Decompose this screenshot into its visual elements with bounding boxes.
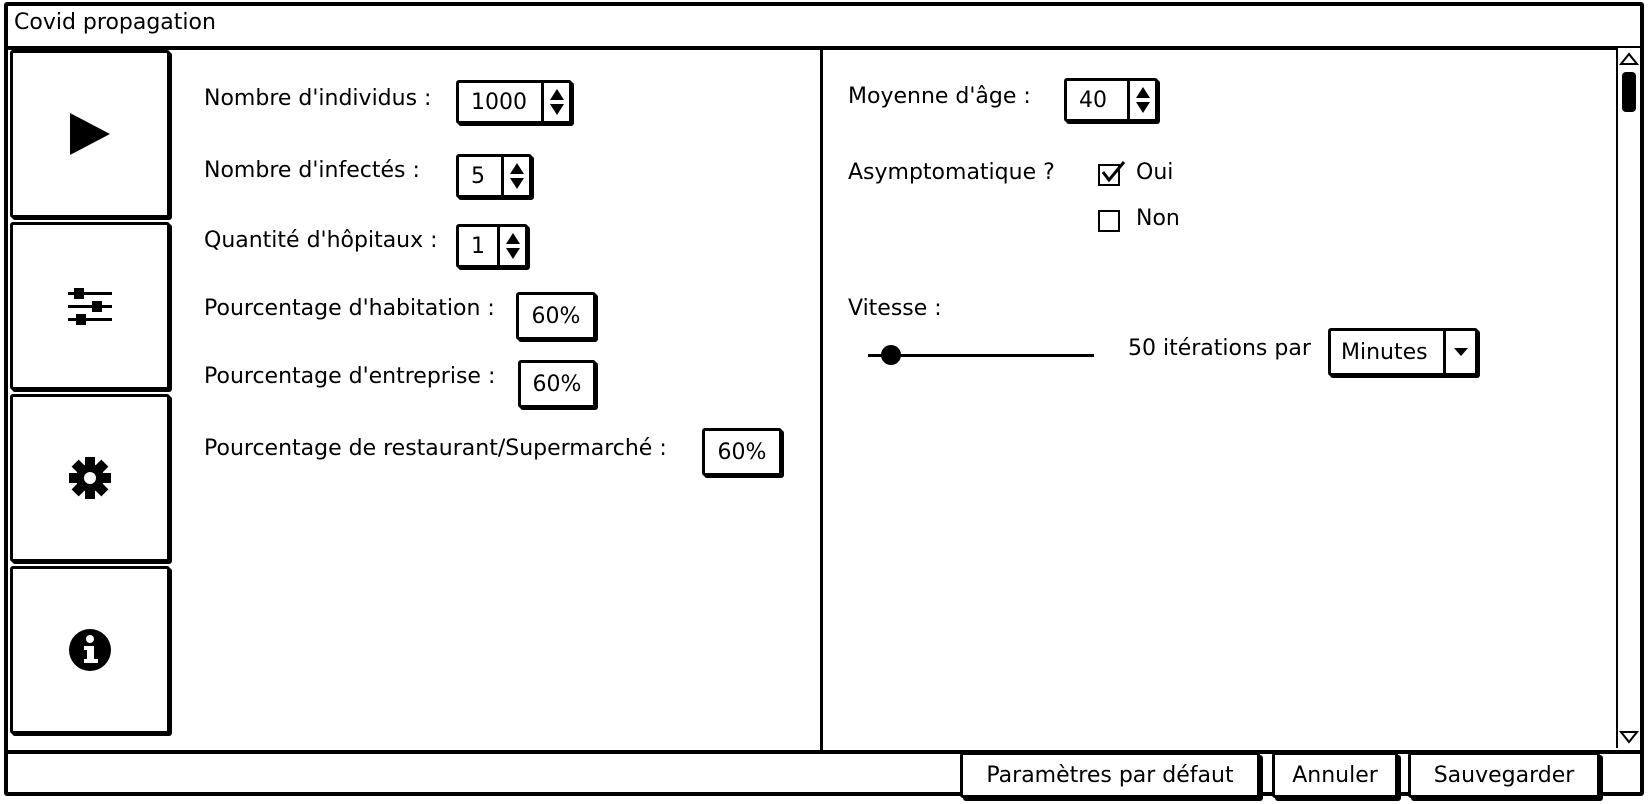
restaurant-label: Pourcentage de restaurant/Supermarché :: [204, 436, 667, 461]
housing-label: Pourcentage d'habitation :: [204, 296, 495, 321]
scrollbar-thumb[interactable]: [1622, 72, 1636, 112]
scroll-down-icon[interactable]: [1619, 730, 1639, 744]
save-button[interactable]: Sauvegarder: [1408, 752, 1600, 798]
footer-bar: [4, 750, 1644, 796]
play-icon: [70, 113, 110, 155]
age-value: 40: [1079, 87, 1107, 113]
sliders-icon: [68, 288, 112, 325]
hospitals-value: 1: [471, 233, 485, 259]
restaurant-percent-field[interactable]: 60%: [702, 428, 782, 476]
infected-value: 5: [471, 163, 485, 189]
age-label: Moyenne d'âge :: [848, 84, 1031, 109]
speed-slider-thumb[interactable]: [880, 345, 901, 365]
option-oui-label: Oui: [1136, 160, 1174, 185]
speed-unit-value: Minutes: [1341, 339, 1428, 365]
speed-label: Vitesse :: [848, 296, 942, 321]
individuals-label: Nombre d'individus :: [204, 86, 432, 111]
business-percent-field[interactable]: 60%: [518, 360, 596, 408]
speed-text: 50 itérations par: [1128, 336, 1311, 361]
checkbox-non[interactable]: [1098, 210, 1120, 232]
speed-unit-select[interactable]: Minutes: [1328, 328, 1478, 376]
asymptomatic-label: Asymptomatique ?: [848, 160, 1055, 185]
checkmark-icon: [1101, 161, 1126, 183]
vertical-scrollbar[interactable]: [1616, 48, 1640, 748]
chevron-down-icon[interactable]: [1443, 331, 1475, 373]
info-icon: [69, 629, 111, 671]
spinner-arrows-icon[interactable]: [1127, 81, 1155, 119]
spinner-arrows-icon[interactable]: [501, 157, 529, 195]
gear-icon: [69, 457, 111, 499]
infected-label: Nombre d'infectés :: [204, 158, 420, 183]
sidebar-config-button[interactable]: [10, 394, 170, 562]
spinner-arrows-icon[interactable]: [541, 83, 569, 121]
cancel-button[interactable]: Annuler: [1272, 752, 1398, 798]
age-stepper[interactable]: 40: [1064, 78, 1158, 122]
business-label: Pourcentage d'entreprise :: [204, 364, 496, 389]
sidebar-play-button[interactable]: [10, 50, 170, 218]
option-non-label: Non: [1136, 206, 1180, 231]
title-bar: Covid propagation: [4, 2, 1644, 50]
default-settings-button[interactable]: Paramètres par défaut: [960, 752, 1260, 798]
spinner-arrows-icon[interactable]: [497, 227, 525, 265]
panel-divider: [820, 50, 823, 750]
housing-percent-field[interactable]: 60%: [516, 292, 596, 340]
checkbox-oui[interactable]: [1098, 161, 1126, 186]
scroll-up-icon[interactable]: [1619, 52, 1639, 66]
hospitals-stepper[interactable]: 1: [456, 224, 528, 268]
individuals-stepper[interactable]: 1000: [456, 80, 572, 124]
app-window: [4, 2, 1644, 796]
window-title: Covid propagation: [14, 10, 216, 35]
sidebar-info-button[interactable]: [10, 566, 170, 734]
speed-slider-track[interactable]: [868, 354, 1094, 357]
sidebar-settings-button[interactable]: [10, 222, 170, 390]
individuals-value: 1000: [471, 89, 527, 115]
infected-stepper[interactable]: 5: [456, 154, 532, 198]
hospitals-label: Quantité d'hôpitaux :: [204, 228, 438, 253]
